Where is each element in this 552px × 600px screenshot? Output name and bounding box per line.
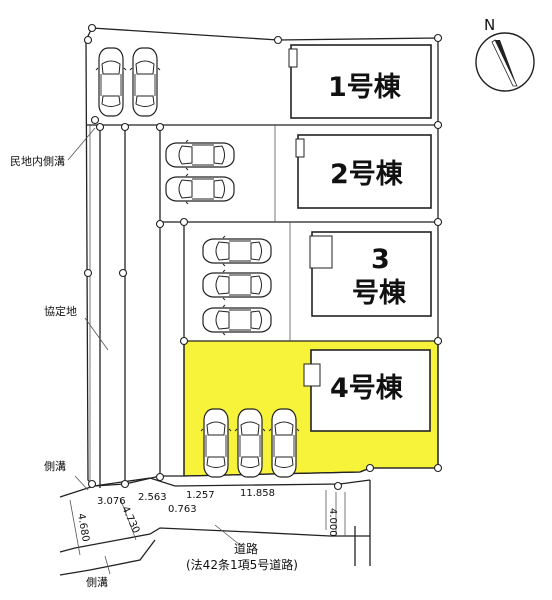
building-3-label-text: 号棟 bbox=[352, 278, 407, 309]
car-icon bbox=[234, 408, 266, 478]
car-icon bbox=[165, 173, 235, 205]
building-3-label-number: 3 bbox=[371, 244, 390, 275]
road bbox=[59, 477, 371, 576]
building-2: 2号棟 bbox=[295, 134, 432, 209]
car-icon bbox=[95, 47, 127, 117]
car-icon bbox=[202, 304, 272, 336]
private-drain-label: 民地内側溝 bbox=[10, 154, 65, 168]
dimension-label: 0.763 bbox=[168, 504, 197, 515]
car-icon bbox=[268, 408, 300, 478]
building-4: 4号棟 bbox=[303, 349, 431, 432]
side-drain-top-label: 側溝 bbox=[44, 460, 66, 473]
parking-lot-3 bbox=[202, 235, 272, 336]
dimension-label: 2.563 bbox=[138, 492, 167, 503]
building-1-label: 1号棟 bbox=[328, 72, 402, 103]
north-label: N bbox=[484, 16, 495, 34]
car-icon bbox=[200, 408, 232, 478]
dimension-label: 1.257 bbox=[186, 490, 215, 501]
parking-lot-4 bbox=[200, 408, 300, 478]
building-2-label: 2号棟 bbox=[330, 159, 404, 190]
dimension-label: 4.730 bbox=[119, 505, 141, 536]
car-icon bbox=[202, 269, 272, 301]
road-label: 道路 bbox=[234, 541, 258, 556]
building-1: 1号棟 bbox=[288, 44, 432, 119]
building-3: 3 号棟 bbox=[309, 231, 432, 317]
road-type-label: (法42条1項5号道路) bbox=[186, 557, 298, 572]
parking-lot-2 bbox=[165, 139, 235, 205]
dimension-label: 4.000 bbox=[327, 508, 338, 537]
building-4-label: 4号棟 bbox=[330, 373, 404, 404]
dimension-label: 3.076 bbox=[97, 496, 126, 507]
dimension-label: 11.858 bbox=[240, 488, 275, 499]
agreement-land-label: 協定地 bbox=[44, 304, 77, 318]
boundary-markers bbox=[83, 23, 443, 491]
car-icon bbox=[165, 139, 235, 171]
dimension-label: 4.680 bbox=[75, 513, 91, 543]
car-icon bbox=[202, 235, 272, 267]
north-arrow-icon: N bbox=[475, 16, 535, 92]
parking-lot-1 bbox=[95, 47, 161, 117]
car-icon bbox=[129, 47, 161, 117]
side-drain-bottom-label: 側溝 bbox=[86, 576, 108, 589]
